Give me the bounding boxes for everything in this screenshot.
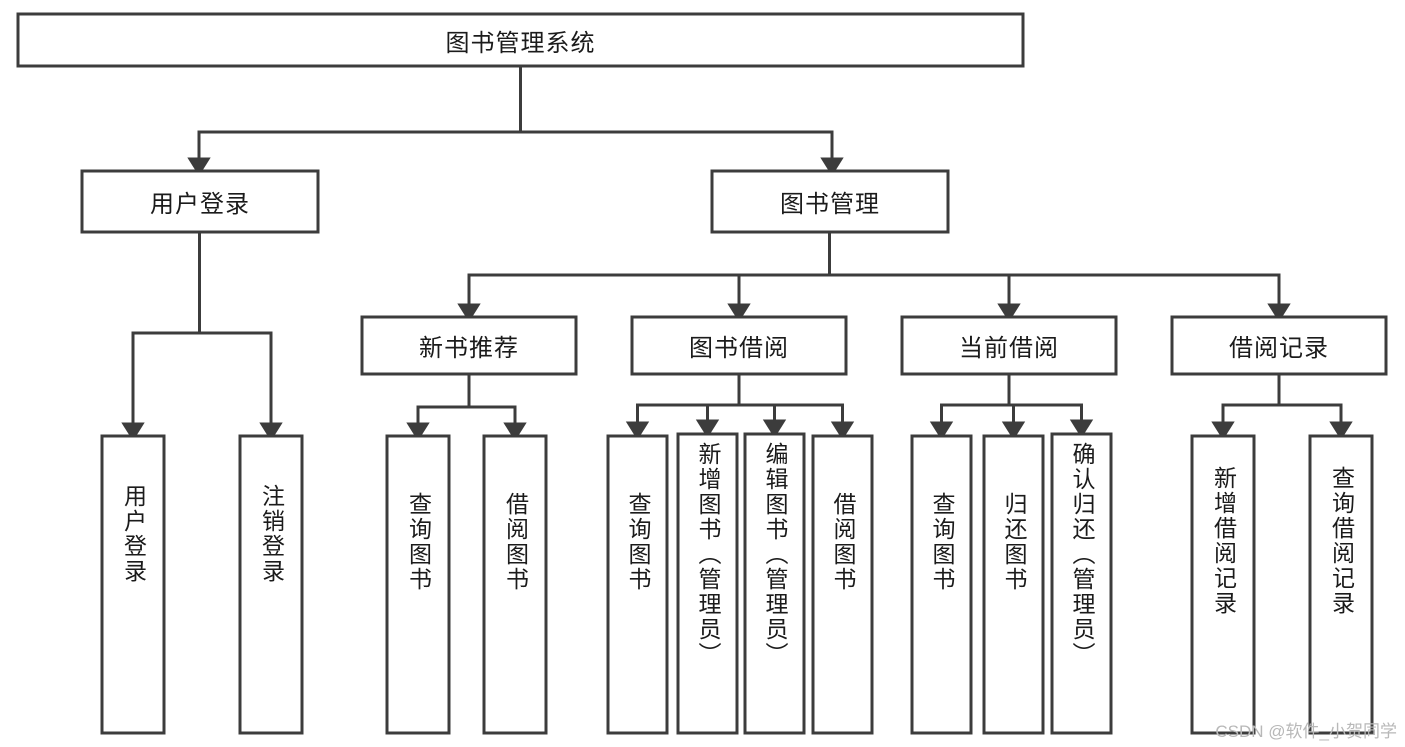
node-current-borrow[interactable] [900,315,1118,376]
node-leaf-query-book-borrow[interactable] [606,434,669,735]
node-root-book-management-system[interactable] [16,12,1025,68]
node-leaf-user-logout[interactable] [238,434,304,735]
node-book-management[interactable] [710,169,950,234]
node-leaf-query-book-rec[interactable] [385,434,451,735]
node-leaf-query-book-cur[interactable] [910,434,973,735]
node-leaf-add-book[interactable] [676,432,739,735]
node-leaf-borrow-book[interactable] [811,434,874,735]
node-leaf-confirm-return[interactable] [1050,432,1113,735]
node-new-book-recommend[interactable] [360,315,578,376]
node-leaf-user-login[interactable] [100,434,166,735]
node-borrow-record[interactable] [1170,315,1388,376]
node-book-borrow[interactable] [630,315,848,376]
node-leaf-query-record[interactable] [1308,434,1374,735]
node-leaf-edit-book[interactable] [743,432,806,735]
node-leaf-return-book[interactable] [982,434,1045,735]
node-user-login[interactable] [80,169,320,234]
node-leaf-borrow-book-rec[interactable] [482,434,548,735]
node-leaf-add-record[interactable] [1190,434,1256,735]
